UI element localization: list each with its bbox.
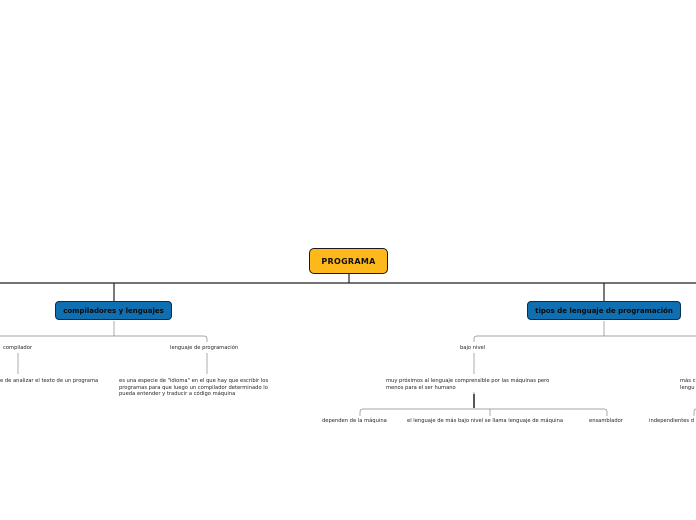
topic-bajo-nivel-desc[interactable]: muy próximos al lenguaje comprensible po… [386, 378, 550, 391]
root-node[interactable]: PROGRAMA [309, 248, 388, 274]
topic-alto-nivel-desc-line2[interactable]: lengu [680, 384, 695, 391]
topic-lenguaje-desc[interactable]: es una especie de "idioma" en el que hay… [119, 378, 269, 398]
leaf-lenguaje-maquina[interactable]: el lenguaje de más bajo nivel se llama l… [407, 418, 564, 424]
leaf-dependen-maquina[interactable]: dependen de la máquina [322, 418, 387, 424]
topic-bajo-nivel[interactable]: bajo nivel [460, 345, 486, 351]
topic-compilador[interactable]: compilador [3, 345, 33, 351]
leaf-independientes[interactable]: independientes d [649, 418, 695, 424]
topic-lenguaje-programacion[interactable]: lenguaje de programación [170, 345, 239, 351]
branch-compiladores-label: compiladores y lenguajes [63, 306, 164, 315]
branch-tipos[interactable]: tipos de lenguaje de programación [527, 301, 681, 320]
topic-compilador-desc[interactable]: e de analizar el texto de un programa [0, 378, 99, 384]
root-label: PROGRAMA [321, 256, 376, 266]
leaf-ensamblador[interactable]: ensamblador [589, 418, 623, 424]
branch-tipos-label: tipos de lenguaje de programación [535, 306, 673, 315]
topic-alto-nivel-desc-line1[interactable]: más c [680, 378, 696, 384]
branch-compiladores[interactable]: compiladores y lenguajes [55, 301, 172, 320]
